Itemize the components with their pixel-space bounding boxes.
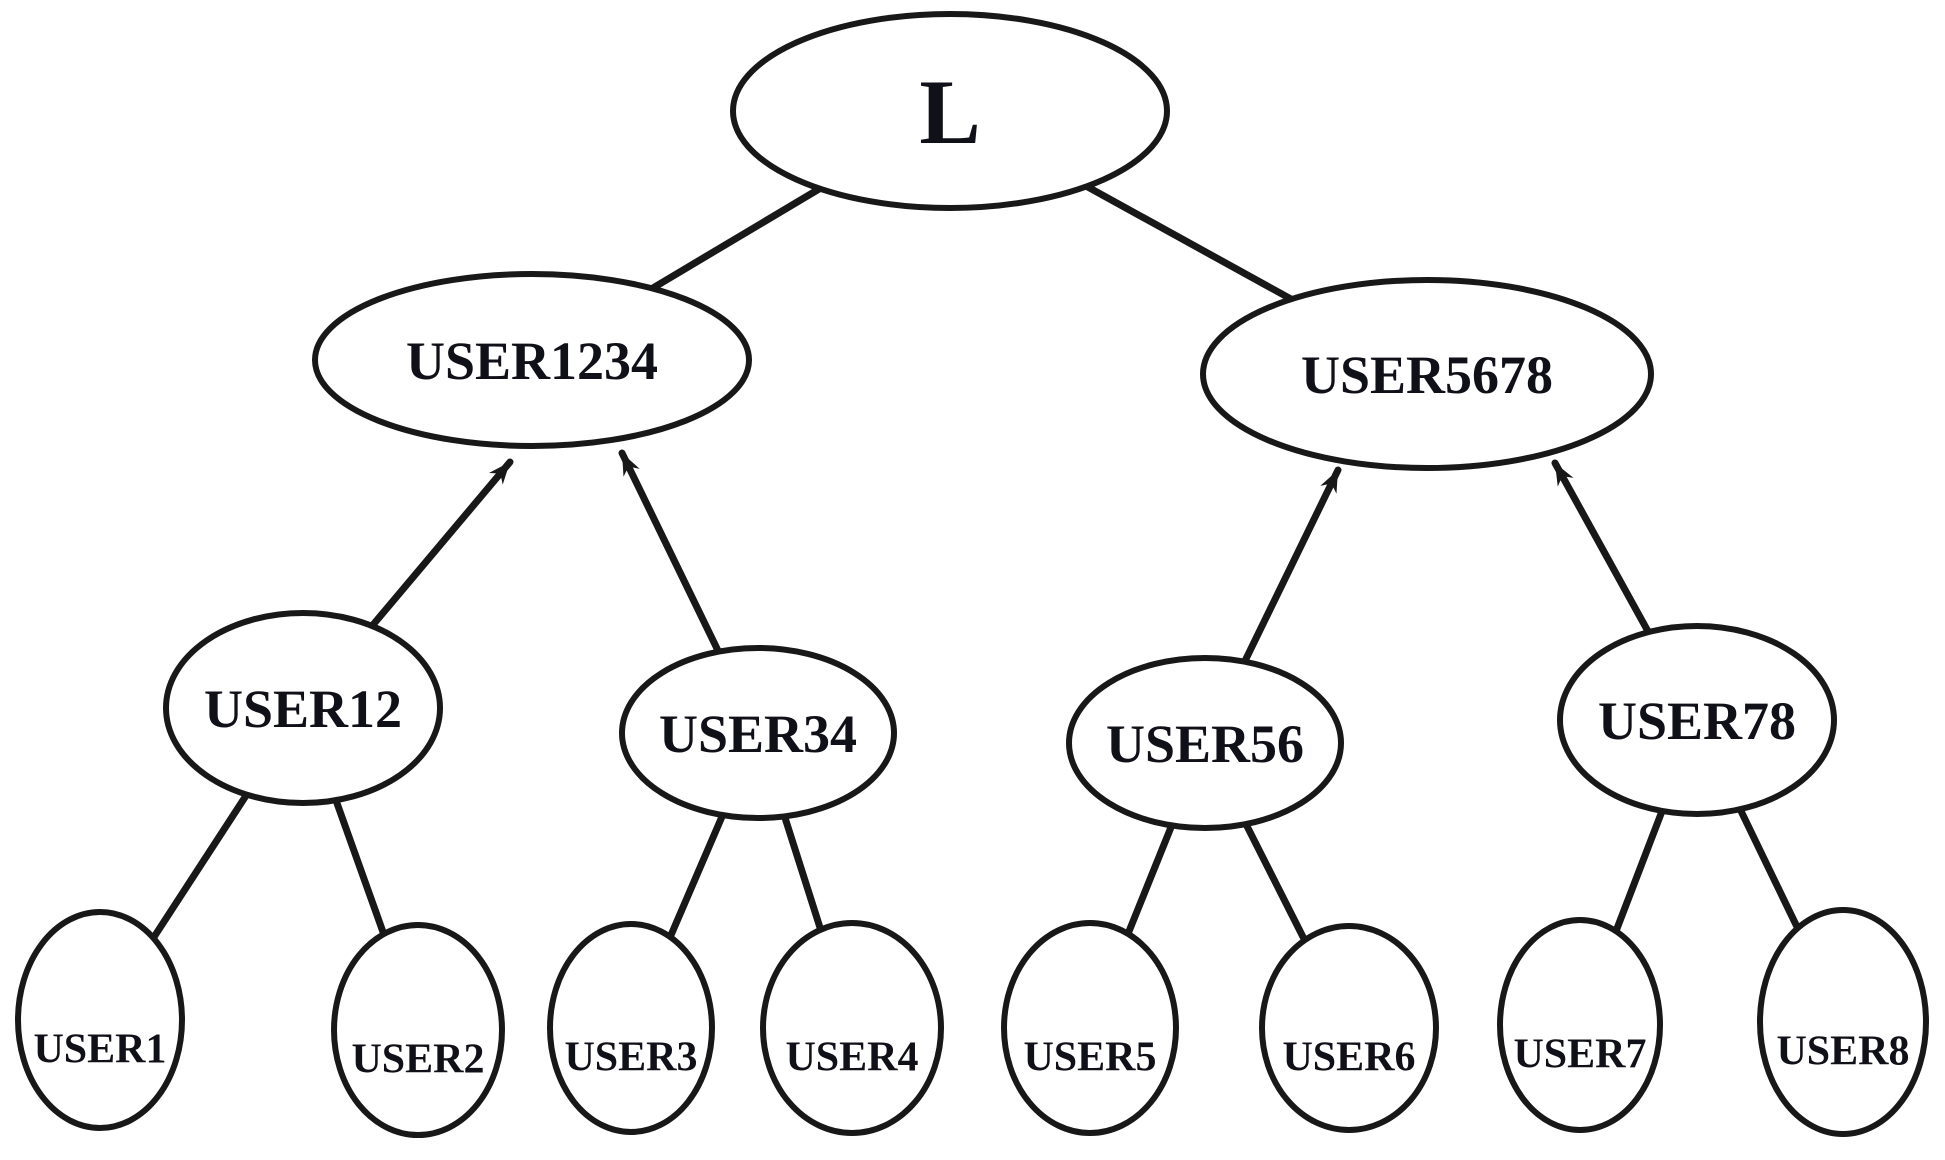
tree-node-user5: USER5 <box>1001 920 1179 1136</box>
tree-node-user78: USER78 <box>1557 623 1837 817</box>
node-user78-label: USER78 <box>1598 691 1796 751</box>
node-user1-ellipse <box>15 909 185 1131</box>
node-user5-label: USER5 <box>1023 1035 1156 1081</box>
node-user8-ellipse <box>1757 907 1929 1137</box>
node-user3-label: USER3 <box>564 1035 697 1081</box>
tree-node-user1234: USER1234 <box>312 271 752 449</box>
tree-node-user34: USER34 <box>619 645 897 821</box>
tree-node-l: L <box>730 11 1170 211</box>
node-user5-ellipse <box>1001 920 1179 1136</box>
node-user2-label: USER2 <box>351 1037 484 1083</box>
tree-edges <box>96 107 1847 1034</box>
tree-node-user6: USER6 <box>1259 923 1439 1133</box>
tree-node-user2: USER2 <box>331 922 505 1138</box>
node-user4-label: USER4 <box>785 1035 918 1081</box>
node-user5678-label: USER5678 <box>1301 345 1553 405</box>
node-user4-ellipse <box>760 920 944 1136</box>
node-l-label: L <box>919 61 980 163</box>
tree-node-user5678: USER5678 <box>1200 277 1654 471</box>
tree-node-user7: USER7 <box>1497 917 1663 1133</box>
tree-node-user12: USER12 <box>163 610 443 806</box>
node-user78-ellipse <box>1557 623 1837 817</box>
node-user1234-ellipse <box>312 271 752 449</box>
node-user2-ellipse <box>331 922 505 1138</box>
tree-nodes: L USER1234 USER5678 USER12 USER34 <box>15 11 1929 1138</box>
node-user12-ellipse <box>163 610 443 806</box>
tree-node-user56: USER56 <box>1066 655 1344 831</box>
tree-node-user1: USER1 <box>15 909 185 1131</box>
node-user1-label: USER1 <box>33 1027 166 1073</box>
tree-node-user4: USER4 <box>760 920 944 1136</box>
node-user34-ellipse <box>619 645 897 821</box>
node-user56-label: USER56 <box>1106 714 1304 774</box>
node-user6-ellipse <box>1259 923 1439 1133</box>
node-user5678-ellipse <box>1200 277 1654 471</box>
tree-node-user8: USER8 <box>1757 907 1929 1137</box>
node-user34-label: USER34 <box>659 704 857 764</box>
node-user7-ellipse <box>1497 917 1663 1133</box>
node-user56-ellipse <box>1066 655 1344 831</box>
node-user6-label: USER6 <box>1282 1035 1415 1081</box>
node-user8-label: USER8 <box>1776 1029 1909 1075</box>
tree-node-user3: USER3 <box>547 921 715 1135</box>
node-user12-label: USER12 <box>204 679 402 739</box>
node-user1234-label: USER1234 <box>406 331 658 391</box>
node-user7-label: USER7 <box>1513 1032 1646 1078</box>
node-user3-ellipse <box>547 921 715 1135</box>
node-l-ellipse <box>730 11 1170 211</box>
